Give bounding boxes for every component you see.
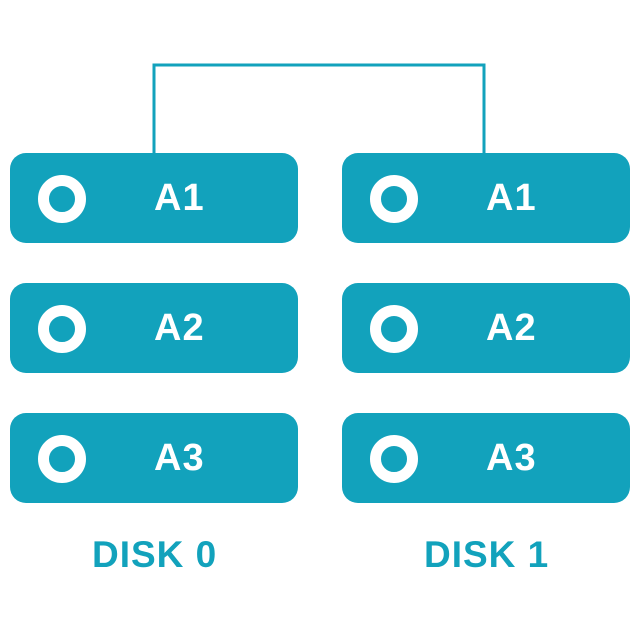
disk-0-block-a2: A2	[10, 283, 298, 373]
block-label: A2	[154, 307, 205, 349]
block-label: A3	[154, 437, 205, 479]
disk-1-block-a3: A3	[342, 413, 630, 503]
disk-indicator-icon	[370, 175, 418, 223]
disk-0-block-a3: A3	[10, 413, 298, 503]
disk-indicator-icon	[38, 305, 86, 353]
disk-0-block-a1: A1	[10, 153, 298, 243]
block-label: A1	[154, 177, 205, 219]
connector-path	[152, 63, 486, 153]
block-label: A3	[486, 437, 537, 479]
block-label: A1	[486, 177, 537, 219]
disk-1-label: DISK 1	[424, 534, 550, 575]
disk-indicator-icon	[370, 305, 418, 353]
disk-0-column: A1 A2 A3	[10, 153, 298, 503]
disk-1-block-a2: A2	[342, 283, 630, 373]
disk-indicator-icon	[38, 435, 86, 483]
disk-indicator-icon	[370, 435, 418, 483]
disk-1-block-a1: A1	[342, 153, 630, 243]
block-label: A2	[486, 307, 537, 349]
disk-0-label: DISK 0	[92, 534, 218, 575]
disk-1-column: A1 A2 A3	[342, 153, 630, 503]
disk-indicator-icon	[38, 175, 86, 223]
